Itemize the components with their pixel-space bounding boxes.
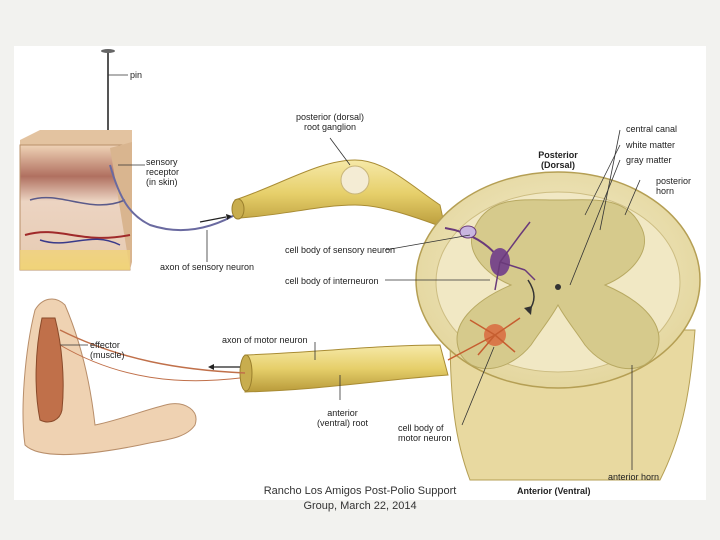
label-posterior-horn: posterior horn xyxy=(656,176,691,196)
label-pin: pin xyxy=(130,70,142,80)
label-anterior-ventral: Anterior (Ventral) xyxy=(517,486,591,496)
label-effector: effector (muscle) xyxy=(90,340,125,360)
label-sensory-receptor: sensory receptor (in skin) xyxy=(146,157,179,187)
label-white-matter: white matter xyxy=(626,140,675,150)
label-cell-body-sensory-neuron: cell body of sensory neuron xyxy=(285,245,395,255)
central-canal xyxy=(555,284,561,290)
dorsal-root-nerve xyxy=(235,160,445,228)
label-axon-sensory-neuron: axon of sensory neuron xyxy=(160,262,254,272)
label-central-canal: central canal xyxy=(626,124,677,134)
footer-caption: Rancho Los Amigos Post-Polio Support Gro… xyxy=(230,484,490,514)
skin-block xyxy=(20,130,132,270)
label-axon-motor-neuron: axon of motor neuron xyxy=(222,335,308,345)
label-root-ganglion: posterior (dorsal) root ganglion xyxy=(280,112,380,132)
label-posterior-dorsal: Posterior (Dorsal) xyxy=(528,150,588,170)
arm-illustration xyxy=(23,299,245,454)
label-anterior-horn: anterior horn xyxy=(608,472,659,482)
label-gray-matter: gray matter xyxy=(626,155,672,165)
dorsal-root-ganglion xyxy=(341,166,369,194)
label-cell-body-interneuron: cell body of interneuron xyxy=(285,276,379,286)
signal-arrows xyxy=(200,214,240,370)
label-anterior-root: anterior (ventral) root xyxy=(305,408,380,428)
ventral-root-nerve xyxy=(245,345,448,392)
label-cell-body-motor-neuron: cell body of motor neuron xyxy=(398,423,452,443)
